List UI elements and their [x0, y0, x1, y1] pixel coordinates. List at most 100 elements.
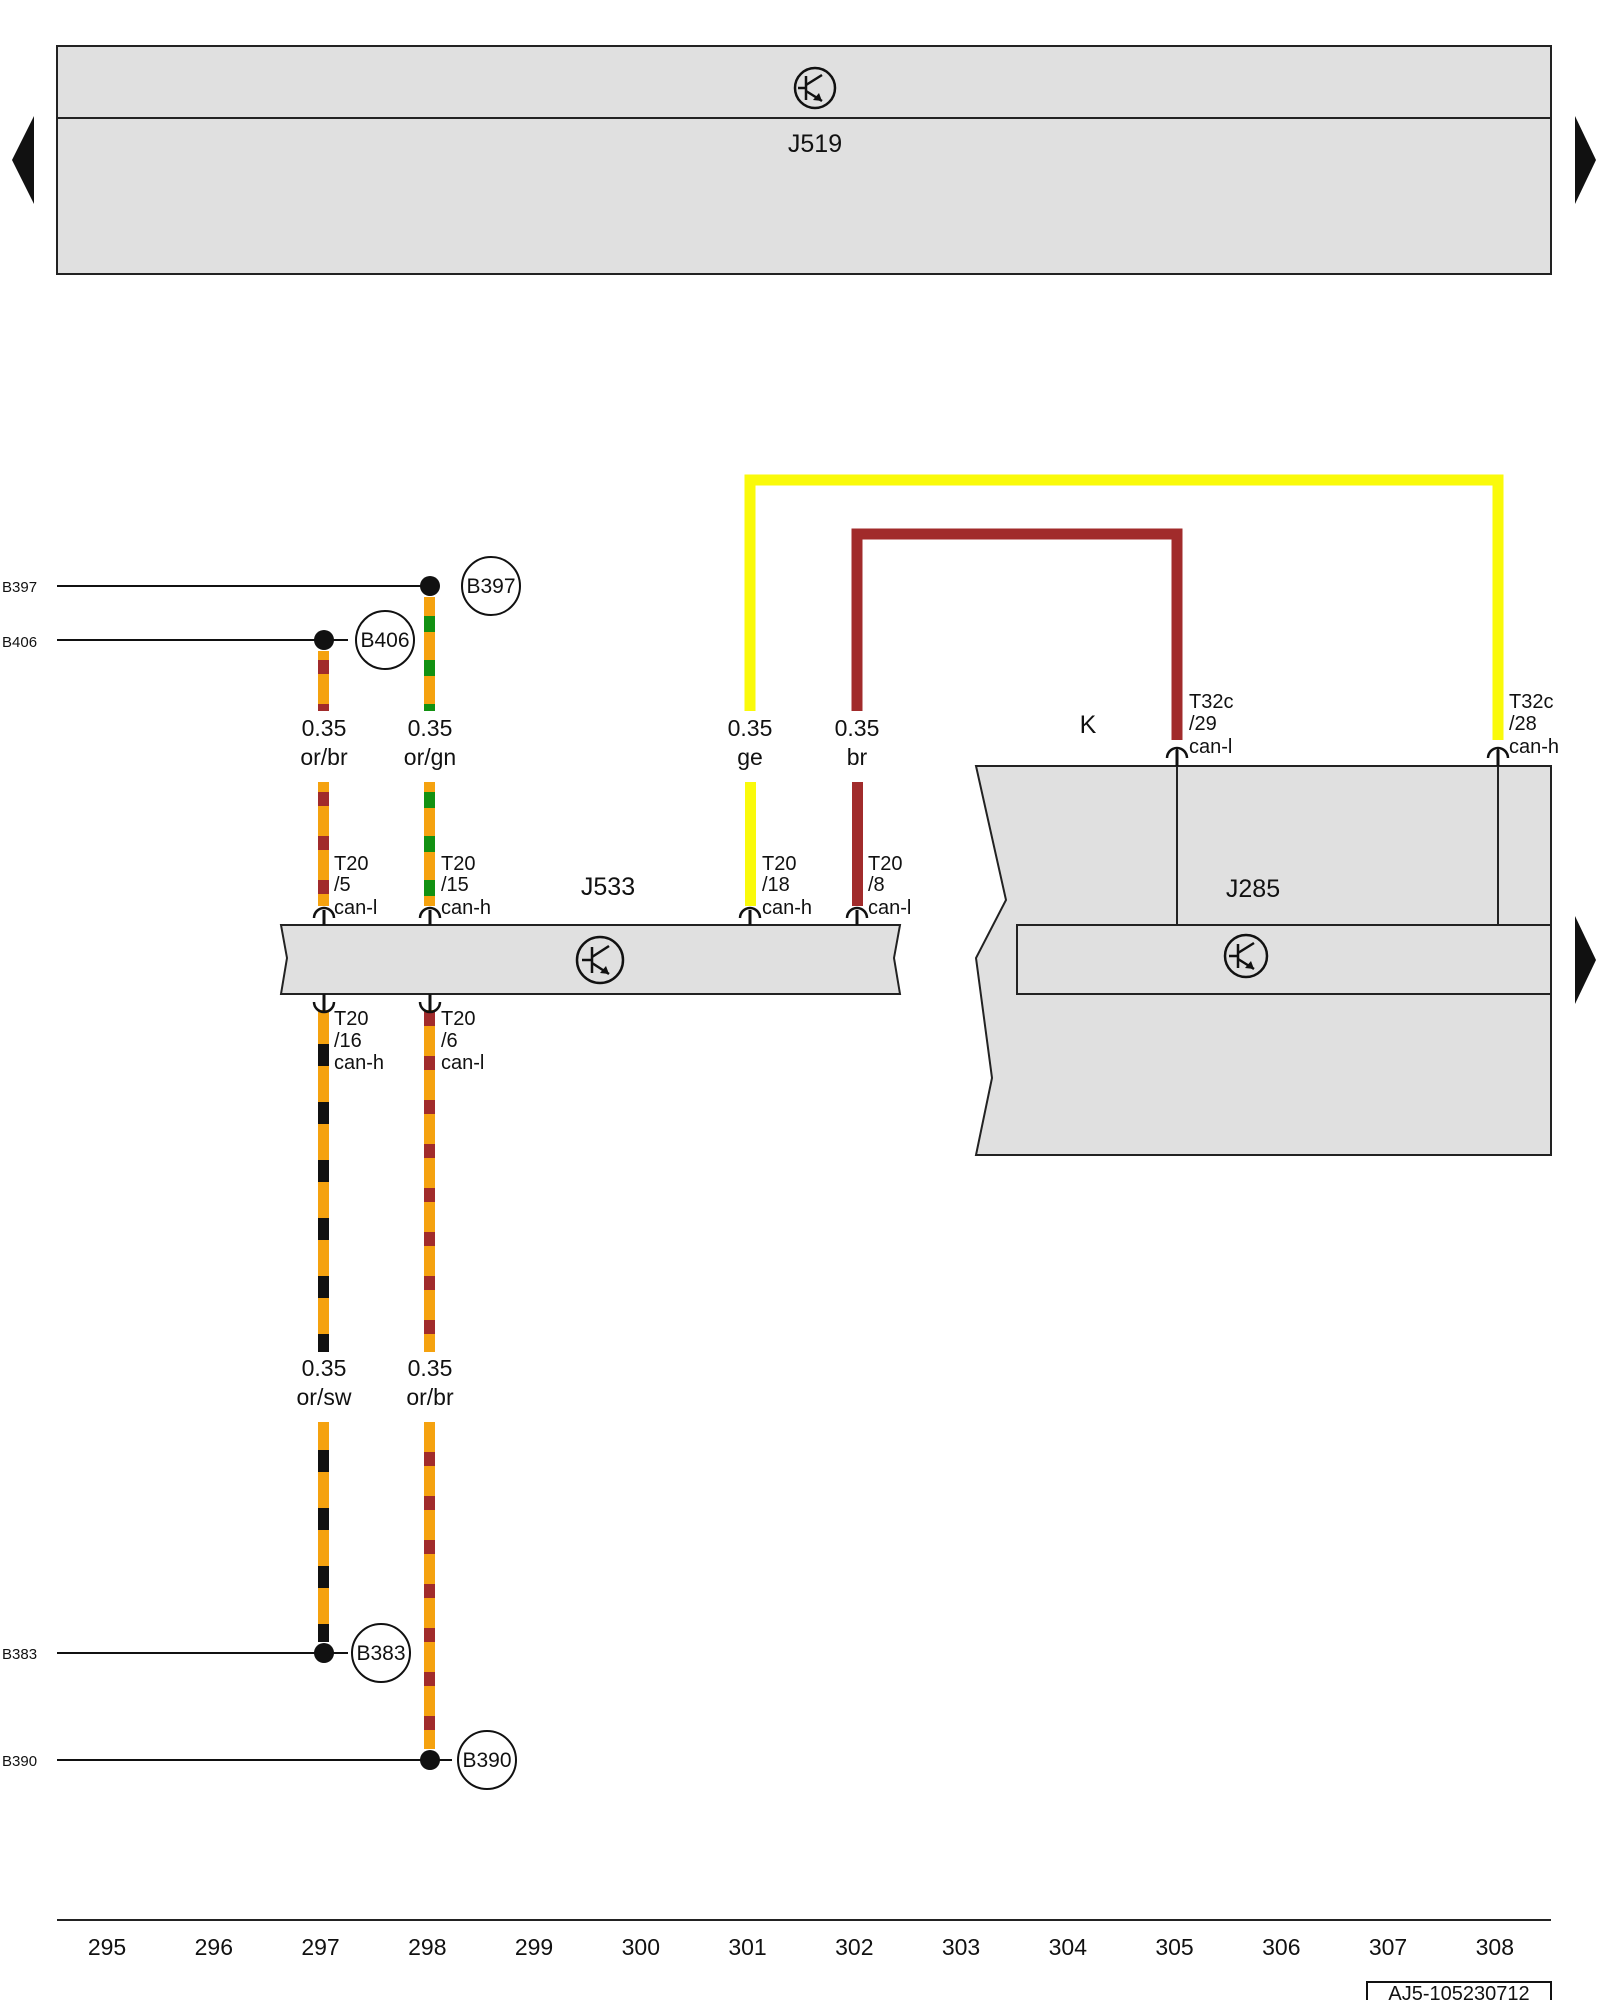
junction-dot [314, 630, 334, 650]
wire-segment [424, 1422, 435, 1749]
wire-298-bottom [424, 1010, 435, 1749]
module-k: K J285 [974, 711, 1552, 1156]
connector-pin-t32c-29: T32c /29 can-l [1165, 691, 1233, 766]
connector-plug: T20 [441, 1008, 475, 1030]
bus-ref-b383: B383 B383 [2, 1623, 411, 1683]
wire-segment [745, 782, 756, 906]
wire-297-bottom [318, 1010, 329, 1642]
bus-ref-left-label: B397 [2, 579, 37, 596]
wire-segment [424, 1010, 435, 1352]
wire-color: br [847, 744, 868, 770]
wire-segment [744, 474, 1504, 740]
page-number: 295 [88, 1934, 126, 1960]
connector-signal: can-l [868, 897, 911, 919]
arrow-right-icon[interactable] [1575, 116, 1596, 204]
junction-dot [420, 1750, 440, 1770]
connector-signal: can-h [441, 897, 491, 919]
connector-pin: /29 [1189, 713, 1217, 735]
connector-plug: T32c [1509, 691, 1553, 713]
wire-color: or/br [406, 1384, 454, 1410]
connector-pin: /16 [334, 1030, 362, 1052]
wire-label-298-top: 0.35 or/gn [404, 715, 456, 770]
wire-segment [318, 1422, 329, 1642]
wire-label-301: 0.35 ge [728, 715, 773, 770]
connector-pin: /18 [762, 874, 790, 896]
connector-plug: T32c [1189, 691, 1233, 713]
wire-size: 0.35 [408, 715, 453, 741]
connector-signal: can-h [762, 897, 812, 919]
bus-ref-badge-circle[interactable] [355, 610, 415, 670]
wire-segment [318, 651, 329, 711]
connector-pin: /5 [334, 874, 351, 896]
doc-id-label: AJ5-105230712 [1388, 1983, 1529, 2000]
wire-segment [318, 782, 329, 906]
wire-color: or/gn [404, 744, 456, 770]
page-number: 305 [1155, 1934, 1193, 1960]
page-number: 304 [1049, 1934, 1088, 1960]
wire-segment [852, 782, 863, 906]
bus-ref-badge-circle[interactable] [351, 1623, 411, 1683]
page-number: 303 [942, 1934, 980, 1960]
bus-ref-badge-circle[interactable] [461, 556, 521, 616]
junction-dot [314, 1643, 334, 1663]
arrow-left-icon[interactable] [12, 116, 34, 204]
transistor-icon [575, 935, 625, 985]
wire-segment [424, 782, 435, 906]
bus-ref-badge-circle[interactable] [457, 1730, 517, 1790]
bus-ref-badge-label: B406 [360, 629, 409, 652]
wire-301-yellow [744, 474, 1504, 906]
connector-signal: can-l [1189, 736, 1232, 758]
wire-302-brown [851, 528, 1183, 906]
bus-ref-left-label: B383 [2, 1646, 37, 1663]
bus-ref-b397: B397 B397 [2, 556, 521, 616]
connector-pin-t20-18: T20 /18 can-h [738, 853, 812, 925]
connector-plug: T20 [762, 853, 796, 875]
wire-label-297-top: 0.35 or/br [300, 715, 348, 770]
connector-pin: /15 [441, 874, 469, 896]
module-k-label: K [1080, 711, 1097, 739]
wire-size: 0.35 [302, 715, 347, 741]
bus-ref-b390: B390 B390 [2, 1730, 517, 1790]
connector-plug: T20 [868, 853, 902, 875]
page-number: 297 [301, 1934, 339, 1960]
connector-plug: T20 [334, 853, 368, 875]
connector-pin-t20-5: T20 /5 can-l [312, 853, 377, 925]
page-number: 307 [1369, 1934, 1407, 1960]
bus-ref-b406: B406 B406 [2, 610, 415, 670]
connector-pin-t20-15: T20 /15 can-h [418, 853, 491, 925]
wire-297-top [318, 651, 329, 906]
page-number: 299 [515, 1934, 553, 1960]
connector-pin-t20-16: T20 /16 can-h [312, 994, 384, 1074]
junction-dot [420, 576, 440, 596]
bus-ref-left-label: B390 [2, 1753, 37, 1770]
wire-size: 0.35 [302, 1355, 347, 1381]
module-j519: J519 [56, 45, 1552, 275]
wire-color: or/sw [297, 1384, 352, 1410]
wire-label-298-bottom: 0.35 or/br [406, 1355, 454, 1410]
connector-pin-t20-8: T20 /8 can-l [845, 853, 911, 925]
connector-pin: /28 [1509, 713, 1537, 735]
connector-pin-t20-6: T20 /6 can-l [418, 994, 484, 1074]
bus-ref-left-label: B406 [2, 634, 37, 651]
wire-label-297-bottom: 0.35 or/sw [297, 1355, 352, 1410]
wire-segment [851, 528, 1183, 740]
page-number: 298 [408, 1934, 446, 1960]
connector-plug: T20 [441, 853, 475, 875]
connector-signal: can-h [1509, 736, 1559, 758]
wire-size: 0.35 [728, 715, 773, 741]
wire-298-top [424, 597, 435, 906]
module-j285-label: J285 [1226, 875, 1280, 903]
connector-signal: can-l [334, 897, 377, 919]
module-j519-box [56, 45, 1552, 275]
transistor-icon [1223, 933, 1269, 979]
arrow-right-icon[interactable] [1575, 916, 1596, 1004]
bus-ref-badge-label: B383 [356, 1642, 405, 1665]
bus-ref-badge-label: B397 [466, 575, 515, 598]
wire-size: 0.35 [408, 1355, 453, 1381]
connector-signal: can-h [334, 1052, 384, 1074]
connector-pin: /8 [868, 874, 885, 896]
module-j285-box [1016, 924, 1552, 995]
connector-plug: T20 [334, 1008, 368, 1030]
